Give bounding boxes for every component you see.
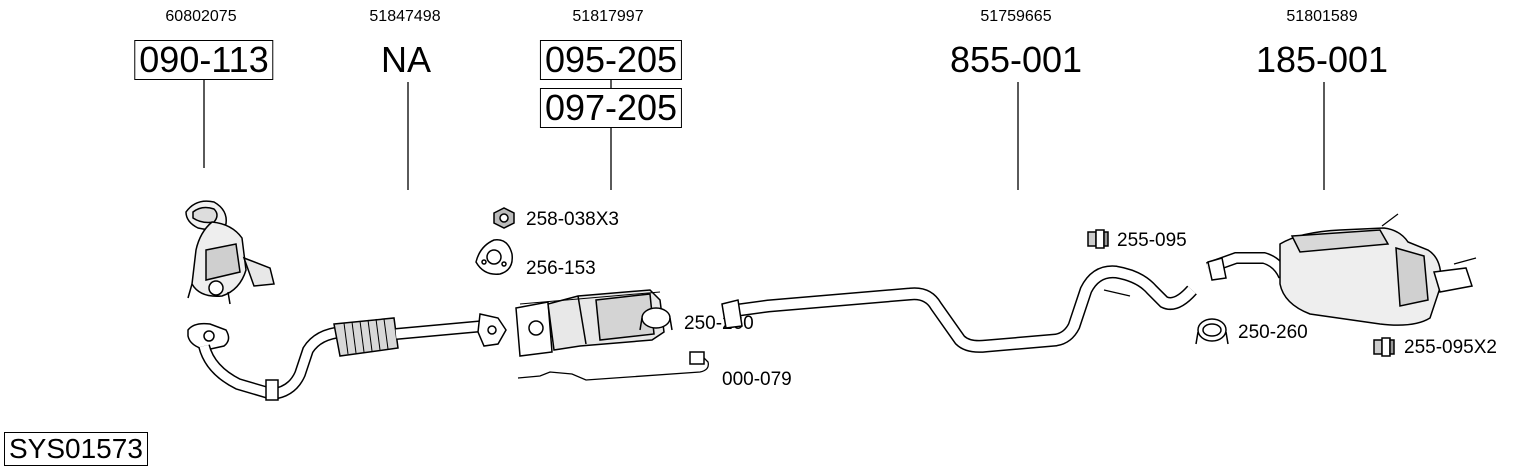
front-pipe-component[interactable] [187, 313, 507, 401]
accessory-label-clamp-rear[interactable]: 250-260 [1238, 322, 1308, 343]
oe-number-catalyst: 60802075 [165, 8, 237, 25]
gasket-icon[interactable] [475, 239, 513, 275]
oe-number-rear-silencer: 51801589 [1286, 8, 1358, 25]
part-number-rear-silencer[interactable]: 185-001 [1255, 39, 1389, 80]
system-code: SYS01573 [4, 432, 148, 466]
clamp-icon-front[interactable] [639, 307, 673, 331]
part-number-dpf-1[interactable]: 095-205 [539, 40, 683, 80]
rubber-mount-icon-x2[interactable] [1373, 337, 1395, 357]
accessory-label-mount-x2[interactable]: 255-095X2 [1404, 337, 1497, 358]
part-number-middle-pipe[interactable]: 855-001 [949, 39, 1083, 80]
rear-silencer-component[interactable] [1205, 213, 1477, 326]
nut-icon[interactable] [493, 207, 515, 229]
oe-number-dpf: 51817997 [572, 8, 644, 25]
accessory-label-nut[interactable]: 258-038X3 [526, 209, 619, 230]
oe-number-middle-pipe: 51759665 [980, 8, 1052, 25]
leader-lines [203, 80, 1325, 190]
clamp-icon-rear[interactable] [1195, 318, 1229, 345]
catalyst-component[interactable] [185, 200, 275, 305]
part-number-catalyst[interactable]: 090-113 [134, 40, 274, 80]
part-number-dpf-2[interactable]: 097-205 [539, 88, 683, 128]
middle-pipe-component[interactable] [721, 265, 1197, 353]
part-number-front-pipe[interactable]: NA [380, 39, 432, 80]
accessory-label-sensor[interactable]: 000-079 [722, 369, 792, 390]
accessory-label-mount[interactable]: 255-095 [1117, 230, 1187, 251]
sensor-icon[interactable] [517, 351, 709, 381]
rubber-mount-icon[interactable] [1087, 229, 1109, 249]
oe-number-front-pipe: 51847498 [369, 8, 441, 25]
accessory-label-gasket[interactable]: 256-153 [526, 258, 596, 279]
dpf-component[interactable] [515, 289, 665, 357]
